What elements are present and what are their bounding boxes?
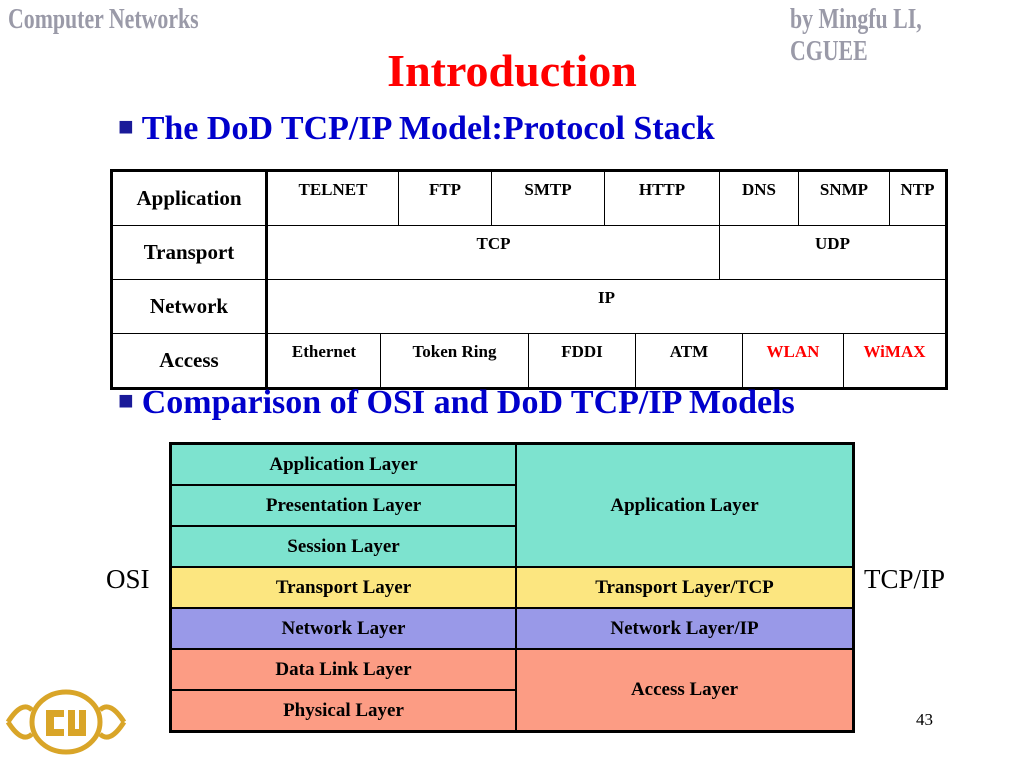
table-row: Network Layer Network Layer/IP <box>169 607 855 650</box>
protocol-cell: IP <box>266 279 947 334</box>
bullet-protocol-stack: ■The DoD TCP/IP Model:Protocol Stack <box>118 110 715 148</box>
protocol-cell: WiMAX <box>843 334 945 387</box>
tcpip-layer-cell: Transport Layer/TCP <box>515 566 855 609</box>
access-protocols-table: Ethernet Token Ring FDDI ATM WLAN WiMAX <box>268 334 945 387</box>
table-row: Ethernet Token Ring FDDI ATM WLAN WiMAX <box>268 334 945 387</box>
bullet-marker: ■ <box>118 112 134 141</box>
slide-title: Introduction <box>387 45 637 96</box>
table-row: Presentation Layer <box>169 484 854 527</box>
osi-layer-cell: Transport Layer <box>169 566 517 609</box>
osi-layer-cell: Network Layer <box>169 607 517 650</box>
tcpip-layer-cell: Application Layer <box>515 442 855 568</box>
protocol-cell: SMTP <box>491 170 605 226</box>
table-row: Session Layer <box>169 525 854 568</box>
table-row: Transport Layer Transport Layer/TCP <box>169 566 855 609</box>
bullet-marker: ■ <box>118 386 134 415</box>
protocol-cell: ATM <box>635 334 743 387</box>
protocol-cell: FTP <box>398 170 492 226</box>
protocol-cell: WLAN <box>742 334 844 387</box>
protocol-cell: DNS <box>719 170 799 226</box>
protocol-cell: HTTP <box>604 170 720 226</box>
table-row: Application Layer Application Layer <box>169 442 855 568</box>
header-author: by Mingfu LI, CGUEE <box>790 4 922 67</box>
osi-layer-cell: Physical Layer <box>169 689 517 733</box>
protocol-cell: SNMP <box>798 170 890 226</box>
osi-layer-cell: Application Layer <box>169 442 517 486</box>
tcpip-layer-cell: Network Layer/IP <box>515 607 855 650</box>
protocol-cell: TCP <box>266 225 720 280</box>
table-row: Data Link Layer Access Layer <box>169 648 855 733</box>
tcpip-label: TCP/IP <box>864 564 946 594</box>
table-row: Physical Layer <box>169 689 854 733</box>
protocol-cell: Ethernet <box>268 334 381 387</box>
bullet-comparison: ■Comparison of OSI and DoD TCP/IP Models <box>118 384 795 422</box>
osi-tcpip-comparison-table: Application Layer Application Layer Pres… <box>169 442 855 733</box>
protocol-cell: Token Ring <box>380 334 529 387</box>
access-protocols-container: Ethernet Token Ring FDDI ATM WLAN WiMAX <box>267 334 947 389</box>
protocol-cell: FDDI <box>528 334 636 387</box>
protocol-stack-table: Application TELNET FTP SMTP HTTP DNS SNM… <box>110 169 948 390</box>
osi-layer-cell: Data Link Layer <box>169 648 517 691</box>
osi-layer-cell: Presentation Layer <box>169 484 517 527</box>
layer-name-cell: Transport <box>111 225 268 280</box>
protocol-cell: UDP <box>719 225 947 280</box>
bullet-text: The DoD TCP/IP Model:Protocol Stack <box>141 110 715 147</box>
osi-layer-cell: Session Layer <box>169 525 517 568</box>
page-number: 43 <box>916 710 933 729</box>
university-logo <box>2 680 130 767</box>
bullet-text: Comparison of OSI and DoD TCP/IP Models <box>141 384 795 421</box>
protocol-cell: TELNET <box>266 170 399 226</box>
header-course-title: Computer Networks <box>8 4 199 35</box>
protocol-cell: NTP <box>889 170 947 226</box>
osi-label: OSI <box>106 564 150 594</box>
layer-name-cell: Access <box>111 333 268 389</box>
table-row: Network IP <box>111 279 947 334</box>
layer-name-cell: Network <box>111 279 268 334</box>
table-row: Access Ethernet Token Ring FDDI ATM WLAN… <box>111 333 947 389</box>
table-row: Application TELNET FTP SMTP HTTP DNS SNM… <box>111 170 947 226</box>
tcpip-layer-cell: Access Layer <box>515 648 855 733</box>
table-row: Transport TCP UDP <box>111 225 947 280</box>
layer-name-cell: Application <box>111 170 268 226</box>
